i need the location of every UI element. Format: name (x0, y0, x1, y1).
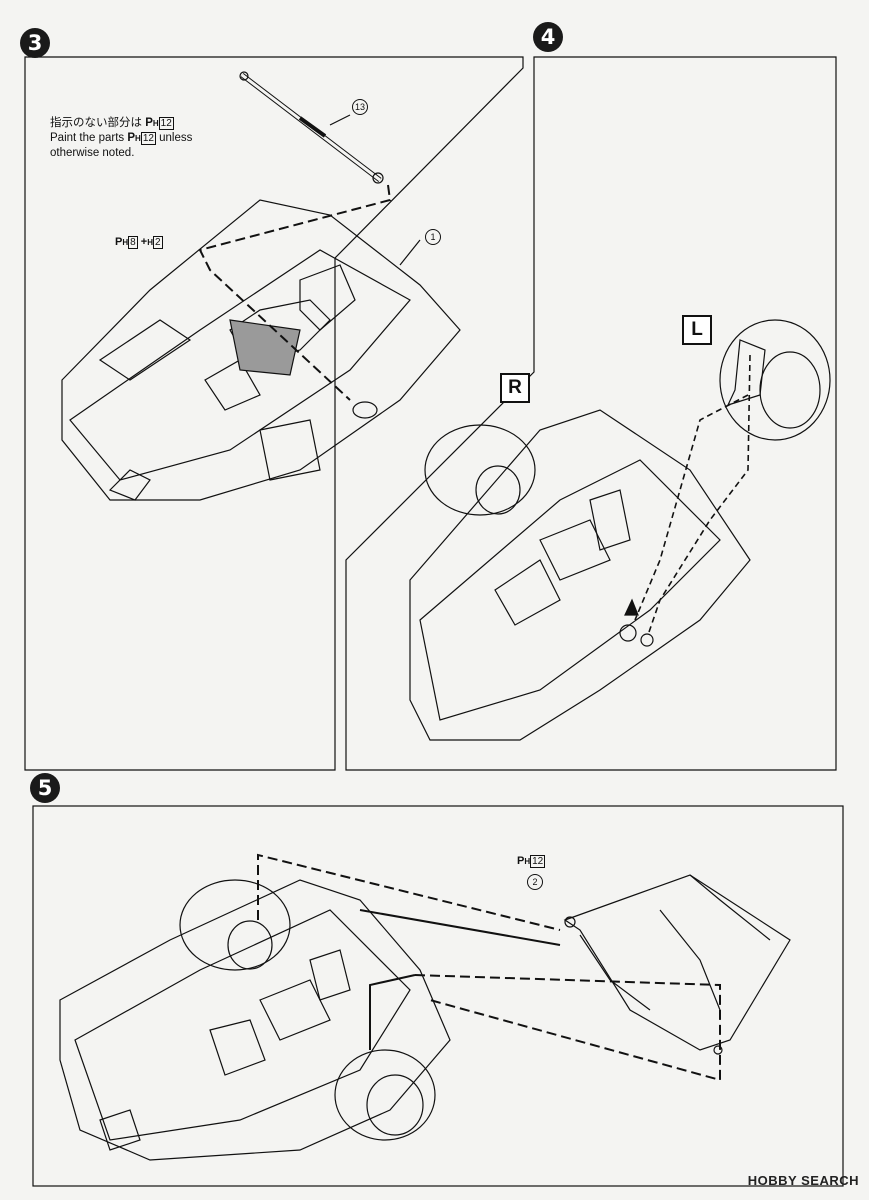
chassis-step-5 (59, 879, 451, 1161)
part-number-2: 2 (527, 874, 543, 890)
paint-note-jp: 指示のない部分は (50, 115, 142, 129)
paint-note-en-3: otherwise noted. (50, 147, 135, 159)
chassis-step-3 (61, 199, 461, 501)
side-tag-r: R (500, 373, 530, 403)
panel-3-frame (24, 56, 524, 771)
side-tag-l: L (682, 315, 712, 345)
guide-line-step-3 (198, 184, 392, 401)
paint-note-en-1: Paint the parts (50, 132, 125, 144)
front-suspension-part-2 (563, 874, 791, 1055)
guide-line-step-4a (647, 354, 751, 636)
part-number-13: 13 (352, 99, 368, 115)
step-5-badge: 5 (30, 773, 60, 803)
paint-note-en-2: unless (159, 132, 193, 144)
tie-bar-13 (239, 71, 384, 184)
guide-line-step-5a (257, 853, 561, 931)
part-number-1: 1 (425, 229, 441, 245)
panel-4-frame (345, 56, 837, 771)
chassis-step-4 (409, 319, 831, 741)
step-4-badge: 4 (533, 22, 563, 52)
watermark: HOBBY SEARCH (747, 1173, 859, 1188)
guide-line-step-4b (634, 394, 749, 621)
step-3-badge: 3 (20, 28, 50, 58)
panel-5-frame (32, 805, 844, 1187)
